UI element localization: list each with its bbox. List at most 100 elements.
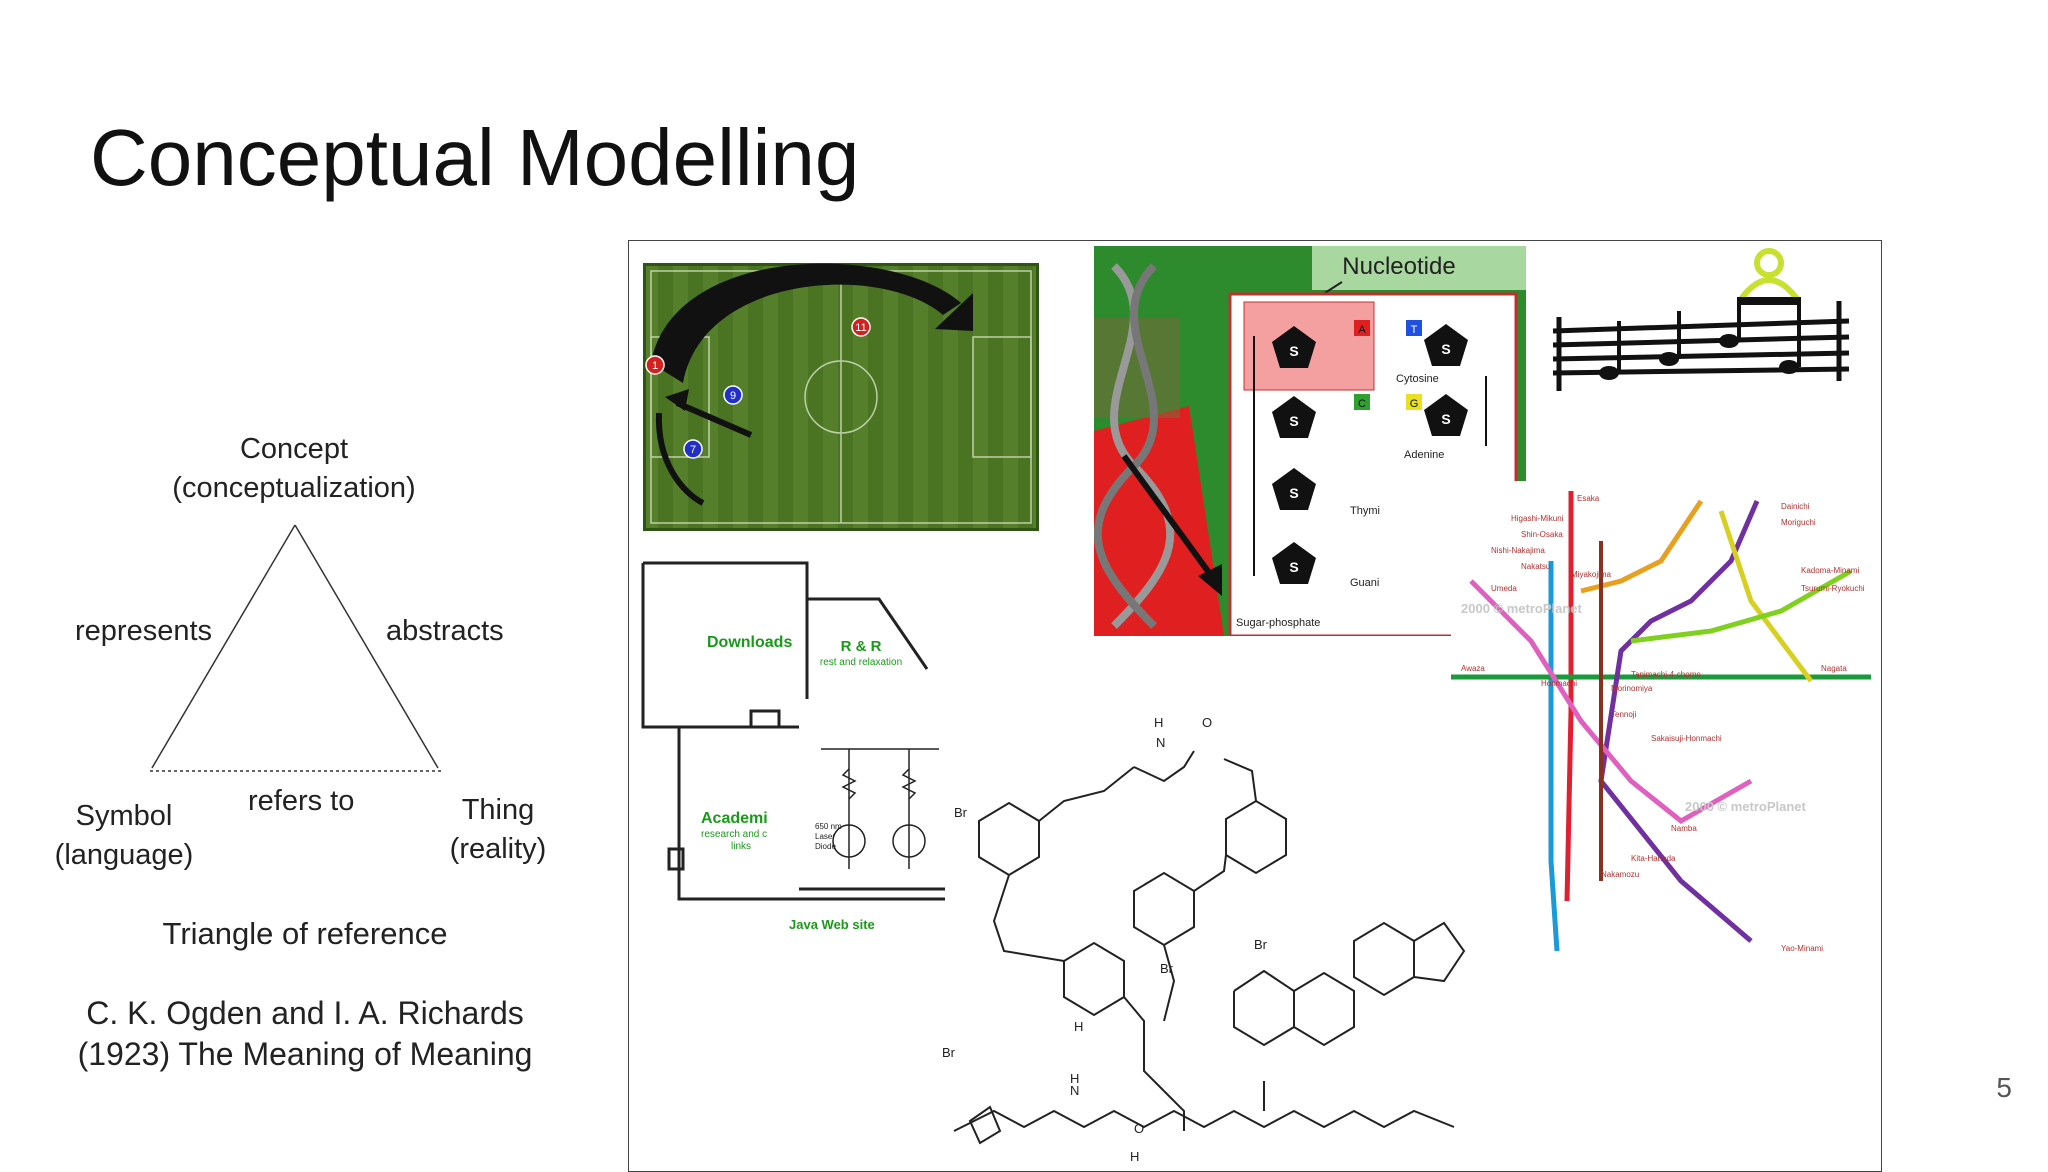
metro-station-label: Umeda bbox=[1491, 584, 1517, 593]
metro-line-lime bbox=[1630, 568, 1853, 644]
atom-label: H bbox=[1074, 1019, 1083, 1034]
atom-label: H bbox=[1154, 715, 1163, 730]
slide-title: Conceptual Modelling bbox=[90, 113, 860, 202]
metro-station-label: Tennoji bbox=[1611, 710, 1637, 719]
player-marker bbox=[645, 355, 665, 375]
nucleotide-diagram-image: Nucleotide Cytosine Adenine Thymi Guani … bbox=[1094, 246, 1526, 636]
metro-line-purple bbox=[1598, 500, 1760, 943]
metro-line-blue bbox=[1548, 561, 1560, 952]
abstracts-label: abstracts bbox=[386, 615, 504, 647]
sugar-letter-1: S bbox=[1289, 343, 1298, 359]
metro-watermark-2: 2000 © metroPlanet bbox=[1685, 799, 1807, 814]
metro-station-label: Kita-Hanada bbox=[1631, 854, 1676, 863]
metro-station-label: Miyakojima bbox=[1571, 570, 1612, 579]
metro-line-red bbox=[1564, 491, 1574, 902]
metro-station-label: Shin-Osaka bbox=[1521, 530, 1563, 539]
thing-line-1: Thing bbox=[461, 794, 535, 826]
sugar-pentagon-2 bbox=[1272, 396, 1316, 438]
thing-label: Thing (reality) bbox=[426, 791, 570, 869]
atom-label: Br bbox=[1160, 961, 1174, 976]
sugar-letter-6: S bbox=[1441, 411, 1450, 427]
music-staff-icon bbox=[1552, 301, 1850, 391]
short-pass-arrowhead-icon bbox=[665, 389, 689, 411]
rr-label: R & R bbox=[841, 638, 882, 655]
sugar-pentagon-1 bbox=[1272, 326, 1316, 368]
refers-to-label: refers to bbox=[248, 785, 355, 817]
circuit-label-650nm: 650 nm bbox=[815, 822, 842, 831]
metro-station-label: Namba bbox=[1671, 824, 1697, 833]
long-pass-arrow bbox=[651, 263, 961, 383]
sugar-pentagon-4 bbox=[1272, 542, 1316, 584]
citation: C. K. Ogden and I. A. Richards (1923) Th… bbox=[50, 993, 560, 1075]
music-notes-icon bbox=[1599, 297, 1801, 380]
atom-label: N bbox=[1156, 735, 1165, 750]
base-g-box bbox=[1406, 394, 1422, 410]
atom-label: Br bbox=[1254, 937, 1268, 952]
metro-station-label: Morinomiya bbox=[1611, 684, 1653, 693]
sugar-letter-5: S bbox=[1441, 341, 1450, 357]
base-t-letter: T bbox=[1411, 324, 1418, 336]
metro-station-label: Nakamozu bbox=[1601, 870, 1639, 879]
symbol-label: Symbol (language) bbox=[36, 797, 212, 875]
links-label: links bbox=[731, 841, 751, 852]
metro-station-label: Nishi-Nakajima bbox=[1491, 546, 1545, 555]
label-guanine: Guani bbox=[1350, 577, 1379, 589]
represents-label: represents bbox=[75, 615, 213, 647]
player-number: 11 bbox=[855, 322, 866, 334]
metro-station-label: Honmachi bbox=[1541, 679, 1577, 688]
sugar-pentagon-5 bbox=[1424, 324, 1468, 366]
base-a-letter: A bbox=[1358, 324, 1366, 336]
metro-station-label: Higashi-Mikuni bbox=[1511, 514, 1564, 523]
metro-station-label: Moriguchi bbox=[1781, 518, 1816, 527]
music-notation-image bbox=[1539, 241, 1869, 421]
metro-station-label: Awaza bbox=[1461, 664, 1485, 673]
thing-line-2: (reality) bbox=[449, 833, 547, 866]
metro-lines bbox=[1451, 491, 1871, 952]
person-head-icon bbox=[1754, 248, 1784, 278]
molecule-skeleton bbox=[953, 750, 1466, 1145]
concept-line-2: (conceptualization) bbox=[172, 472, 416, 505]
circuit-diagram bbox=[821, 748, 939, 869]
base-a-box bbox=[1354, 320, 1370, 336]
metro-station-label: Nagata bbox=[1821, 664, 1847, 673]
player-marker bbox=[723, 385, 743, 405]
atom-label: N bbox=[1070, 1083, 1079, 1098]
floorplan-walls bbox=[641, 561, 945, 901]
sugar-letter-2: S bbox=[1289, 413, 1298, 429]
sugar-pentagon-3 bbox=[1272, 468, 1316, 510]
sugar-pentagon-6 bbox=[1424, 394, 1468, 436]
java-web-site-label: Java Web site bbox=[789, 917, 875, 932]
atom-label: Br bbox=[954, 805, 968, 820]
atom-label: H bbox=[1070, 1071, 1079, 1086]
short-pass-arrow bbox=[675, 400, 753, 438]
metro-line-yellow bbox=[1718, 510, 1813, 683]
downloads-label: Downloads bbox=[707, 634, 792, 651]
label-cytosine: Cytosine bbox=[1396, 373, 1439, 385]
label-sugar-phosphate: Sugar-phosphate bbox=[1236, 617, 1320, 629]
zoom-arrow bbox=[1121, 454, 1213, 576]
citation-line-1: C. K. Ogden and I. A. Richards bbox=[86, 995, 524, 1031]
run-arrow bbox=[655, 412, 705, 506]
represents-edge bbox=[151, 524, 296, 769]
academic-label: Academi bbox=[701, 810, 768, 827]
symbol-line-2: (language) bbox=[54, 839, 194, 872]
metro-station-label: Tsurumi-Ryokuchi bbox=[1801, 584, 1865, 593]
website-floorplan-image: Downloads R & R rest and relaxation Acad… bbox=[639, 559, 949, 959]
metro-station-label: Sakaisuji-Honmachi bbox=[1651, 734, 1722, 743]
metro-station-label: Esaka bbox=[1577, 494, 1600, 503]
triangle-caption: Triangle of reference bbox=[162, 916, 448, 951]
label-adenine: Adenine bbox=[1404, 449, 1444, 461]
symbol-line-1: Symbol bbox=[75, 800, 173, 832]
player-marker bbox=[851, 317, 871, 337]
base-g-letter: G bbox=[1410, 398, 1419, 410]
person-body-icon bbox=[1738, 277, 1800, 301]
metro-watermark-1: 2000 © metroPlanet bbox=[1461, 601, 1583, 616]
base-c-box bbox=[1354, 394, 1370, 410]
player-marker bbox=[683, 439, 703, 459]
citation-line-2: (1923) The Meaning of Meaning bbox=[77, 1035, 533, 1072]
research-label: research and c bbox=[701, 829, 767, 840]
